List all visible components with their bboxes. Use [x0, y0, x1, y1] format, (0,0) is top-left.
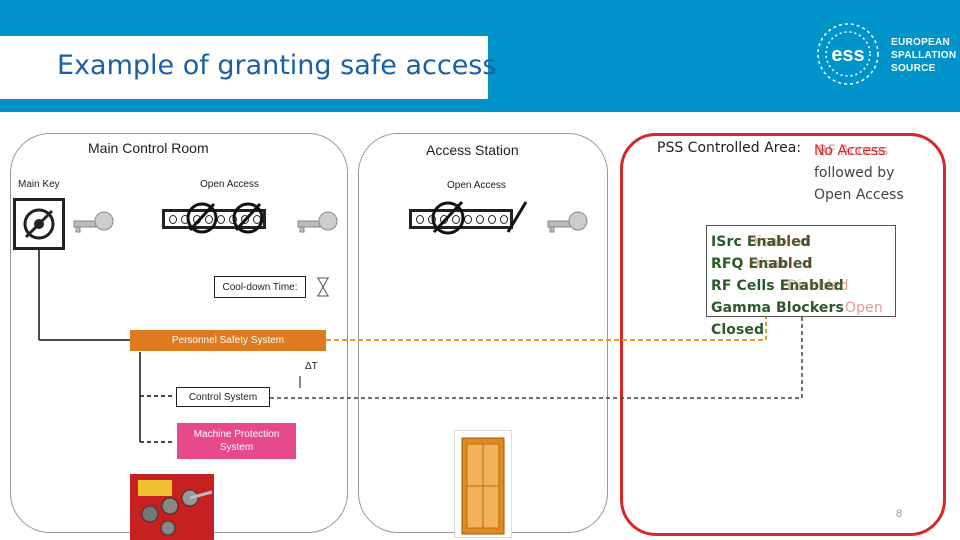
beam-status-box: ISrc Enabled Disabled RFQ Enabled Disabl…	[706, 225, 896, 338]
status-line: Open Access	[814, 187, 904, 203]
key-icon	[73, 211, 114, 233]
key-prohibited-icon	[23, 208, 55, 240]
logo-line: SPALLATION	[891, 50, 957, 61]
status-line: followed by	[814, 165, 895, 181]
svg-text:ess: ess	[831, 44, 864, 66]
slide-title: Example of granting safe access	[57, 50, 497, 81]
status-item-name: ISrc	[711, 234, 742, 250]
personnel-safety-system-box: Personnel Safety System	[130, 330, 326, 351]
cooldown-label: Cool-down Time:	[222, 281, 298, 293]
pss-controlled-area-panel	[620, 133, 946, 536]
status-item-gamma-blockers: Gamma Blockers Closed Open	[711, 297, 895, 341]
title-box	[0, 36, 488, 99]
pss-label: Personnel Safety System	[171, 335, 285, 346]
page-number: 8	[896, 508, 903, 520]
key-prohibited-overlay-icon	[431, 200, 528, 235]
status-item-state: Closed	[711, 322, 765, 338]
pss-controlled-area-label: PSS Controlled Area:	[657, 140, 802, 156]
mps-label: Machine Protection System	[193, 429, 280, 453]
access-door-photo	[454, 430, 512, 538]
status-item-name: RF Cells	[711, 278, 775, 294]
status-item-state: Enabled	[746, 234, 811, 250]
station-open-access-label: Open Access	[447, 180, 506, 191]
status-item-overlay: Disabled	[787, 278, 849, 294]
ess-logo-text: EUROPEAN SPALLATION SOURCE	[891, 36, 956, 75]
status-item-state: Enabled	[748, 256, 813, 272]
status-item-name: Gamma Blockers	[711, 300, 844, 316]
cooldown-box: Cool-down Time:	[214, 276, 306, 298]
main-key-switch[interactable]	[13, 198, 65, 250]
main-key-label: Main Key	[18, 179, 60, 190]
key-icon	[297, 211, 338, 233]
status-overlay: RF Access	[818, 143, 889, 159]
status-item-state: Enabled	[779, 278, 844, 294]
control-system-box: Control System	[176, 387, 270, 407]
control-system-label: Control System	[188, 391, 258, 403]
key-icon	[547, 211, 588, 233]
status-item-rfq: RFQ Enabled Disabled	[711, 253, 895, 275]
status-item-overlay: Open	[845, 300, 883, 316]
status-item-isrc: ISrc Enabled Disabled	[711, 231, 895, 253]
pss-area-status: No Access RF Access followed by Open Acc…	[814, 140, 934, 206]
logo-line: SOURCE	[891, 63, 936, 74]
hourglass-icon	[317, 277, 329, 297]
status-item-overlay: Disabled	[747, 234, 809, 250]
ess-logo-icon: ess	[817, 23, 879, 85]
status-item-overlay: Disabled	[749, 256, 811, 272]
logo-line: EUROPEAN	[891, 37, 951, 48]
key-panel-photo	[130, 474, 214, 540]
delta-t-label: ΔT	[305, 361, 318, 372]
status-item-rf-cells: RF Cells Enabled Disabled	[711, 275, 895, 297]
machine-protection-system-box: Machine Protection System	[177, 423, 296, 459]
key-prohibited-overlay-icon	[186, 202, 264, 234]
status-line: No Access	[814, 143, 886, 159]
main-control-room-title: Main Control Room	[88, 140, 209, 156]
mcr-open-access-label: Open Access	[200, 179, 259, 190]
status-item-name: RFQ	[711, 256, 744, 272]
access-station-title: Access Station	[426, 142, 519, 158]
